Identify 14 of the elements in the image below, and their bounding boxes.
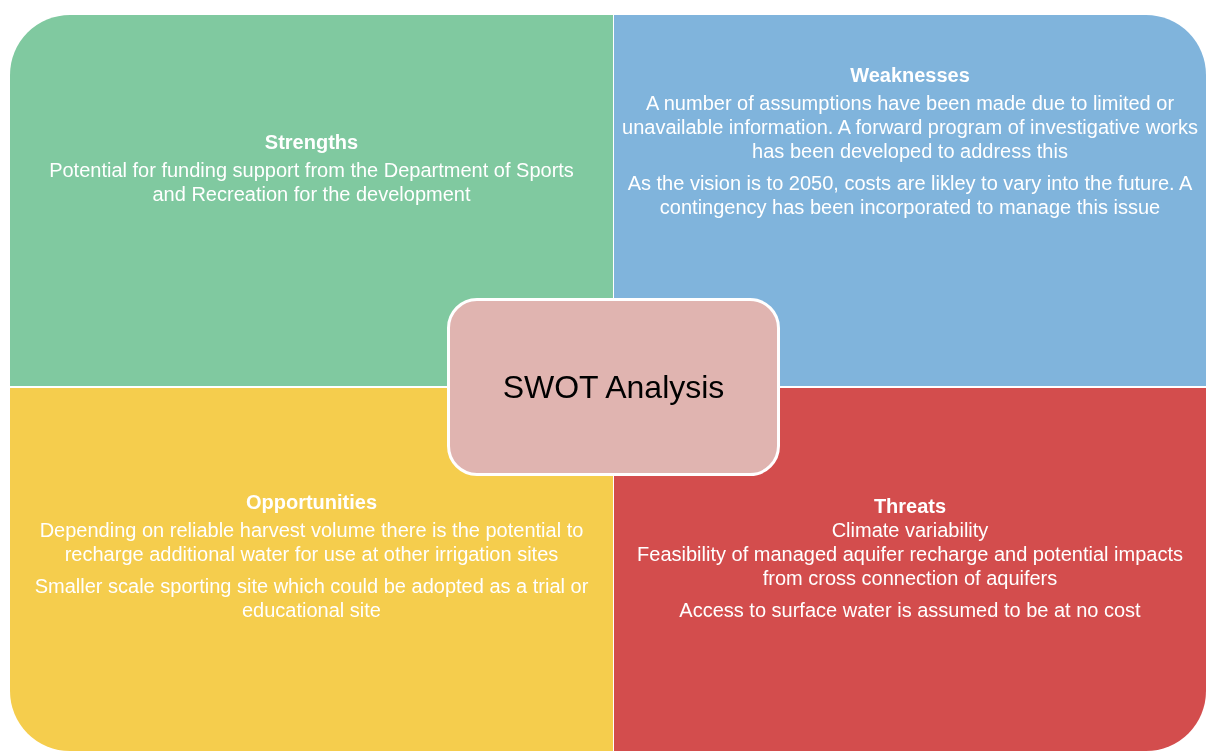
section-heading: Weaknesses <box>849 63 971 87</box>
center-box <box>447 298 780 476</box>
description-text: Depending on reliable harvest volume there is the potential to recharge additional water for use at other irrigation sites <box>38 518 585 566</box>
description-text: Access to surface water is assumed to be at no cost <box>678 598 1142 622</box>
center-title: SWOT Analysis <box>502 368 725 406</box>
section-heading: Opportunities <box>244 490 379 514</box>
section-heading: Threats <box>872 494 948 518</box>
description-text: Climate variability <box>830 518 990 542</box>
section-heading: Strengths <box>263 130 360 154</box>
description-text: As the vision is to 2050, costs are likley to vary into the future. A contingency has been incorporated to manage this issue <box>626 171 1194 219</box>
description-text: Potential for funding support from the Department of Sports and Recreation for the development <box>48 158 575 206</box>
description-text: Feasibility of managed aquifer recharge and potential impacts from cross connection of aquifers <box>636 542 1184 590</box>
description-text: Smaller scale sporting site which could be adopted as a trial or educational site <box>33 574 590 622</box>
description-text: A number of assumptions have been made due to limited or unavailable information. A forward program of investigative works has been developed to address this <box>621 91 1199 163</box>
